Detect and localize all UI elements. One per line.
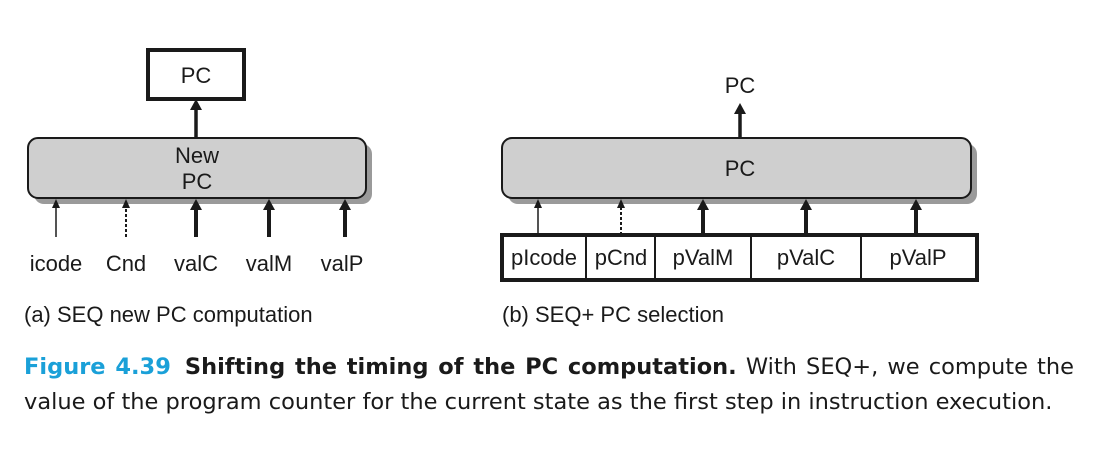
input-icode-label: icode bbox=[30, 251, 83, 276]
cnd-arrowhead bbox=[122, 199, 130, 208]
valp-arrowhead bbox=[339, 199, 351, 210]
pc-output-arrowhead bbox=[734, 103, 746, 114]
input-cnd-label: Cnd bbox=[106, 251, 146, 276]
figure-title: Shifting the timing of the PC computatio… bbox=[184, 354, 737, 380]
picode-arrowhead bbox=[534, 199, 542, 208]
panel-a-caption: (a) SEQ new PC computation bbox=[24, 302, 313, 327]
new-pc-label-line1: New bbox=[175, 143, 219, 168]
panel-a: PC New PC icode Cnd valC valM valP (a) S… bbox=[24, 48, 372, 327]
pvalm-arrowhead bbox=[697, 199, 709, 210]
input-valp-label: valP bbox=[321, 251, 364, 276]
figure-number: Figure 4.39 bbox=[24, 354, 171, 380]
register-picode-label: pIcode bbox=[511, 245, 577, 270]
valc-arrowhead bbox=[190, 199, 202, 210]
input-valm-label: valM bbox=[246, 251, 292, 276]
register-pcnd-label: pCnd bbox=[595, 245, 648, 270]
new-pc-block bbox=[27, 137, 367, 199]
icode-arrowhead bbox=[52, 199, 60, 208]
diagram: PC New PC icode Cnd valC valM valP (a) S… bbox=[24, 48, 979, 327]
pipeline-register bbox=[500, 233, 979, 282]
input-valc-label: valC bbox=[174, 251, 218, 276]
panel-b-caption: (b) SEQ+ PC selection bbox=[502, 302, 724, 327]
new-pc-label-line2: PC bbox=[182, 169, 213, 194]
pcnd-arrowhead bbox=[617, 199, 625, 208]
panel-b: PC PC pIcode pCnd pValM pValC pValP (b) … bbox=[500, 73, 979, 327]
pc-select-label: PC bbox=[725, 156, 756, 181]
pvalc-arrowhead bbox=[800, 199, 812, 210]
valm-arrowhead bbox=[263, 199, 275, 210]
figure-text: With SEQ+, we compute the value of the p… bbox=[24, 354, 1074, 415]
figure-caption: Figure 4.39 Shifting the timing of the PC… bbox=[24, 350, 1074, 420]
new-pc-output-arrowhead bbox=[190, 99, 202, 110]
pc-select-block bbox=[501, 137, 972, 199]
register-pvalc-label: pValC bbox=[777, 245, 835, 270]
pc-output-label: PC bbox=[725, 73, 756, 98]
register-pvalm-label: pValM bbox=[673, 245, 734, 270]
register-pvalp-label: pValP bbox=[889, 245, 946, 270]
pvalp-arrowhead bbox=[910, 199, 922, 210]
pc-register-label: PC bbox=[181, 63, 212, 88]
